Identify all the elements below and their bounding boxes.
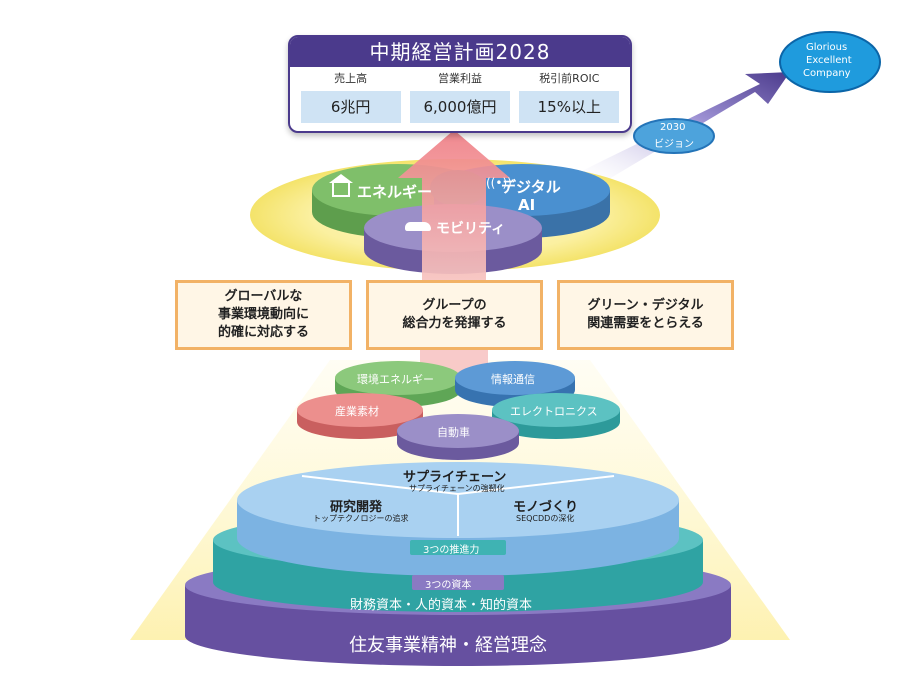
drivers-label-pill: [410, 540, 506, 555]
metric-sales: 売上高 6兆円: [300, 71, 401, 123]
segment-automotive-label: 自動車: [437, 426, 470, 439]
capital-label-pill: [412, 575, 504, 590]
vision-label: ビジョン: [654, 139, 694, 150]
vision-year: 2030: [660, 122, 686, 133]
strategy-line: 的確に対応する: [217, 325, 309, 340]
vision-badge: [633, 118, 715, 154]
automotive-segment: [397, 414, 519, 448]
strategy-line: グローバルな: [224, 289, 303, 304]
focus-digital: デジタル: [501, 178, 561, 196]
foundation-label: 住友事業精神・経営理念: [349, 635, 547, 656]
electronics-segment: [492, 393, 620, 427]
segment-info-comm-label: 情報通信: [491, 373, 535, 386]
metric-operating-profit: 営業利益 6,000億円: [409, 71, 510, 123]
strategy-line: 関連需要をとらえる: [587, 316, 704, 331]
driver-supply-title: サプライチェーン: [403, 470, 507, 485]
divider-line: [301, 475, 459, 495]
house-roof: [329, 174, 353, 183]
info-comm-segment: [455, 361, 575, 395]
env-energy-segment: [335, 361, 461, 395]
plan-title: 中期経営計画2028: [290, 37, 630, 67]
segment-electronics-label: エレクトロニクス: [510, 405, 598, 418]
goal-line1: Glorious: [806, 42, 848, 53]
focus-mobility: モビリティ: [436, 221, 506, 237]
metric-label: 税引前ROIC: [539, 72, 600, 85]
driver-supply-sub: サプライチェーンの強靭化: [409, 484, 505, 493]
segment-env-energy-label: 環境エネルギー: [357, 373, 434, 386]
divider-line: [457, 475, 615, 495]
focus-ai: AI: [518, 196, 536, 214]
house-icon: [332, 181, 350, 197]
goal-line3: Company: [803, 68, 851, 79]
industrial-segment: [297, 393, 423, 427]
goal-line2: Excellent: [806, 55, 852, 66]
metric-label: 売上高: [334, 72, 368, 85]
strategy-green-digital: グリーン・デジタル 関連需要をとらえる: [557, 280, 734, 350]
plan-box: 中期経営計画2028 売上高 6兆円 営業利益 6,000億円 税引前ROIC …: [288, 35, 632, 133]
plan-metrics: 売上高 6兆円 営業利益 6,000億円 税引前ROIC 15%以上: [290, 67, 630, 123]
metric-value: 15%以上: [519, 91, 620, 123]
capital-label: 3つの資本: [425, 580, 472, 591]
car-icon: [405, 222, 431, 231]
strategy-line: グループの: [422, 298, 487, 313]
metric-label: 営業利益: [437, 72, 482, 85]
driver-rd-title: 研究開発: [330, 500, 383, 515]
metric-roic: 税引前ROIC 15%以上: [519, 71, 620, 123]
growth-arrow: [398, 130, 510, 283]
drivers-label: 3つの推進力: [423, 545, 480, 556]
goal-badge: [779, 31, 881, 93]
driver-mono-sub: SEQCDDの深化: [516, 514, 575, 523]
strategy-line: グリーン・デジタル: [587, 298, 704, 313]
metric-value: 6,000億円: [409, 91, 510, 123]
strategy-line: 事業環境動向に: [217, 307, 309, 322]
focus-energy: エネルギー: [357, 183, 433, 201]
metric-value: 6兆円: [300, 91, 401, 123]
driver-mono-title: モノづくり: [513, 500, 579, 515]
strategy-global: グローバルな 事業環境動向に 的確に対応する: [175, 280, 352, 350]
driver-rd-sub: トップテクノロジーの追求: [313, 514, 409, 523]
strategy-group: グループの 総合力を発揮する: [366, 280, 543, 350]
segment-industrial-label: 産業素材: [335, 405, 379, 418]
strategy-line: 総合力を発揮する: [402, 316, 507, 331]
capital-items: 財務資本・人的資本・知的資本: [350, 598, 533, 613]
antenna-icon: ((•)): [486, 176, 512, 190]
